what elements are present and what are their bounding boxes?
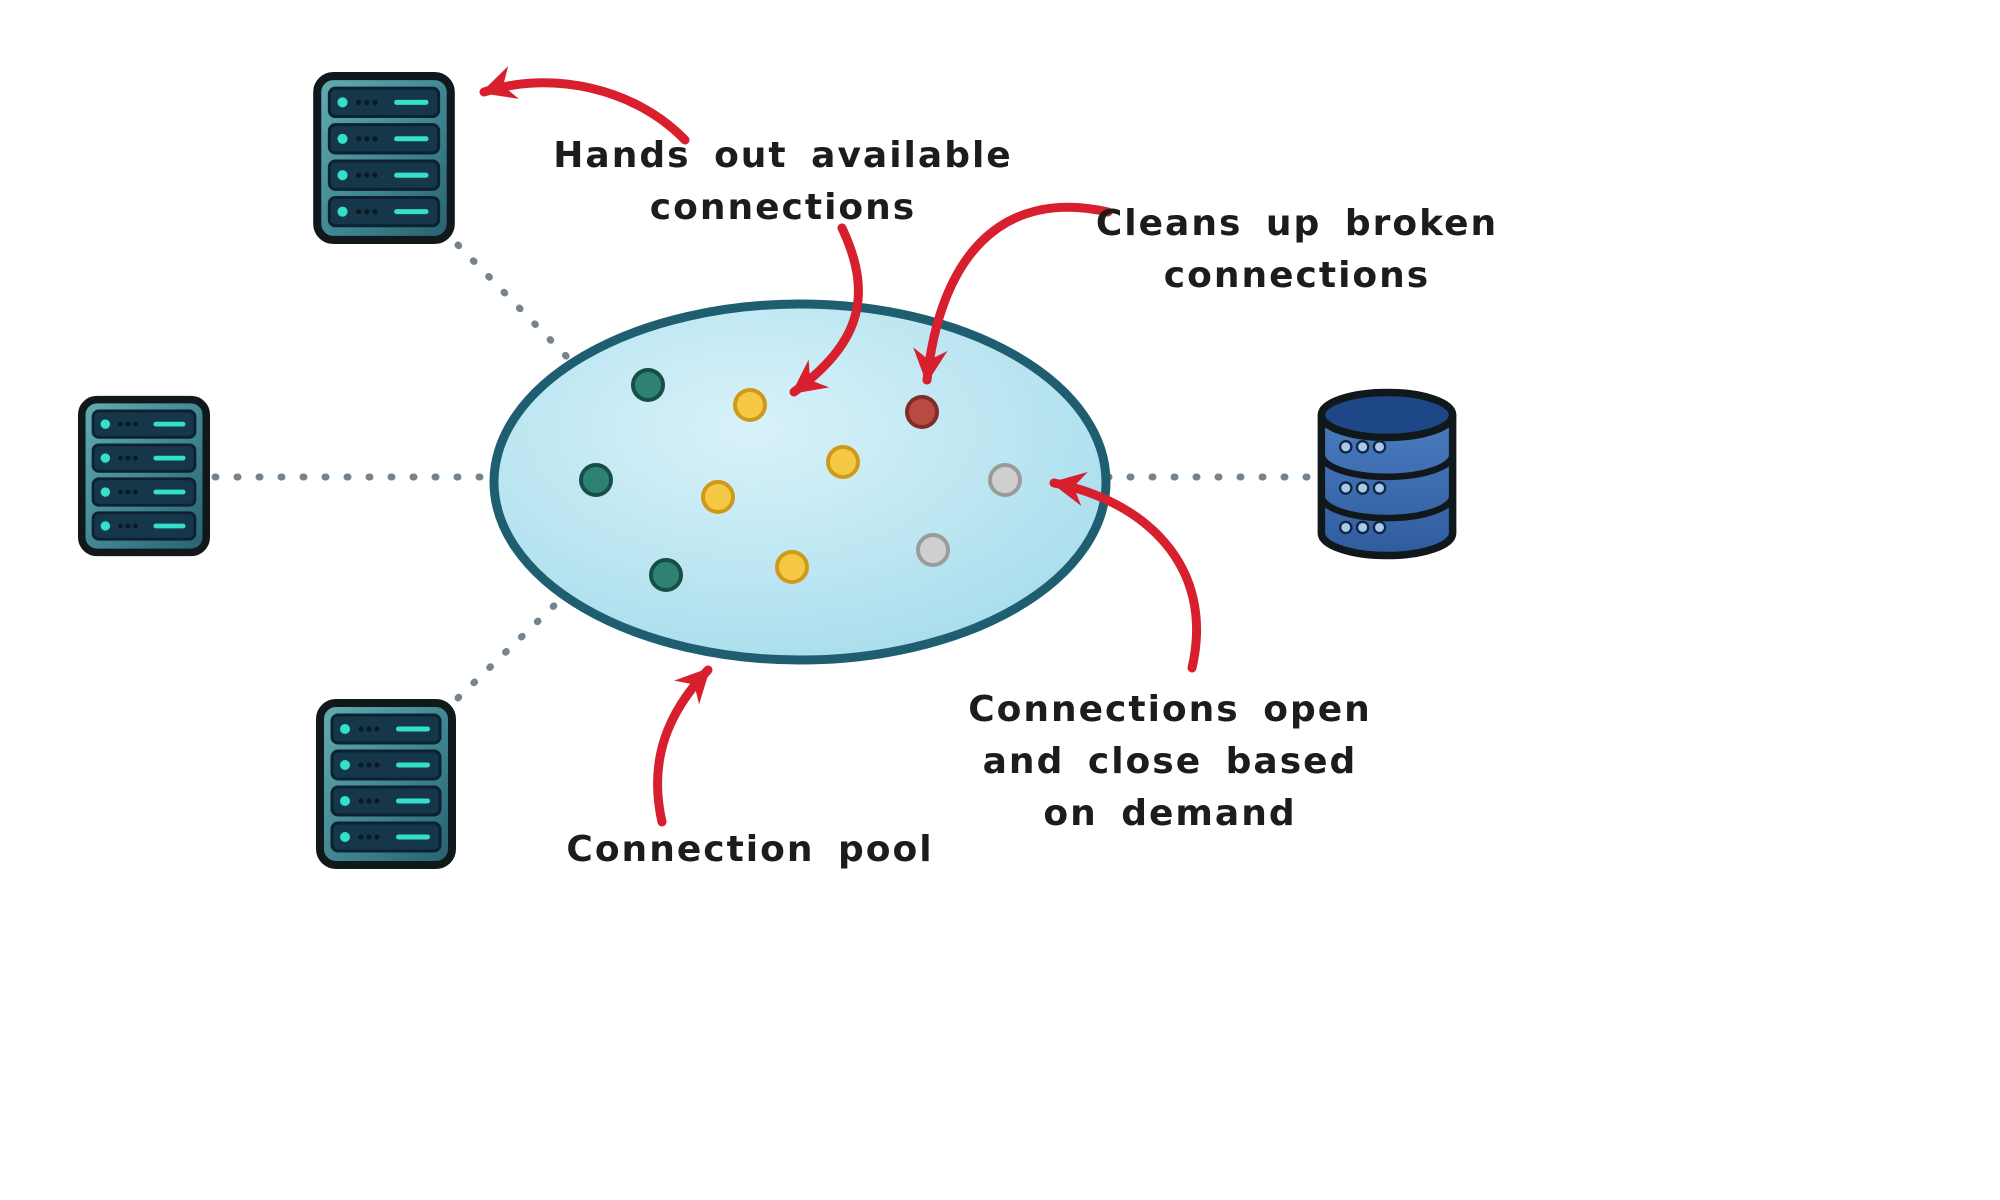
annotation-open-close: Connections open and close based on dema… xyxy=(968,689,1372,835)
annotation-cleans-up: Cleans up broken connections xyxy=(1095,203,1499,297)
server-icon xyxy=(82,400,206,553)
arrow-open-close-icon xyxy=(1049,471,1201,673)
annotation-hands-out: Hands out available connections xyxy=(553,135,1013,229)
arrow-to-server-icon xyxy=(479,66,690,145)
pool-dot-gray xyxy=(988,463,1022,497)
database-cylinder-icon xyxy=(1321,392,1452,555)
pool-dot-teal xyxy=(579,463,613,497)
arrow-cleans-up-icon xyxy=(913,202,1113,385)
pool-dot-teal xyxy=(649,558,683,592)
arrow-hands-out-icon xyxy=(789,223,863,397)
connector-bottom-server-to-pool xyxy=(454,594,566,702)
pool-dot-yellow xyxy=(775,550,809,584)
pool-dot-red xyxy=(905,395,939,429)
connector-top-server-to-pool xyxy=(454,241,572,362)
arrow-pool-label-icon xyxy=(653,665,713,827)
server-icon xyxy=(320,703,452,865)
annotation-connection-pool: Connection pool xyxy=(566,829,934,870)
server-icon xyxy=(317,76,451,240)
pool-dot-yellow xyxy=(733,388,767,422)
pool-dot-teal xyxy=(631,368,665,402)
pool-dot-gray xyxy=(916,533,950,567)
pool-dot-yellow xyxy=(701,480,735,514)
pool-dot-yellow xyxy=(826,445,860,479)
